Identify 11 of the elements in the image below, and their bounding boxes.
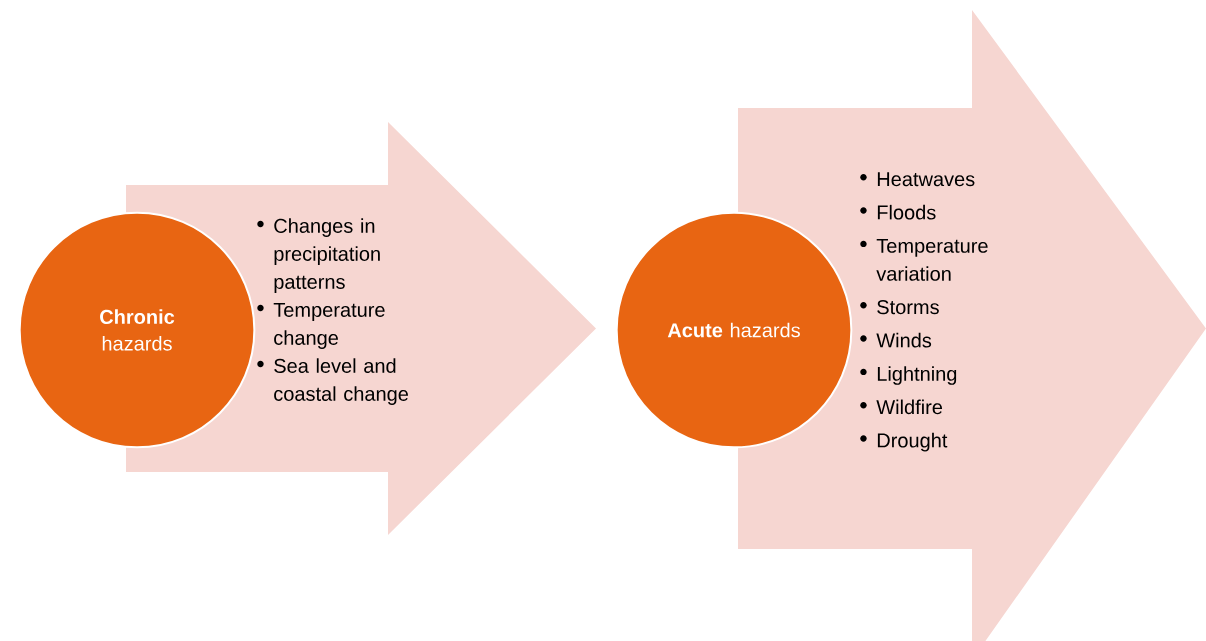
list-item: Sea level and coastal change (257, 358, 408, 405)
list-item: Heatwaves (860, 172, 975, 187)
list-item: Winds (860, 332, 932, 348)
list-item: Temperature change (257, 303, 385, 349)
list-item: Changes in precipitation patterns (257, 218, 380, 293)
list-item: Temperature variation (860, 238, 988, 281)
list-item: Lightning (860, 366, 957, 385)
list-item: Storms (860, 300, 939, 315)
list-item: Drought (860, 432, 948, 452)
list-item: Wildfire (860, 399, 943, 415)
list-item: Floods (860, 204, 936, 220)
